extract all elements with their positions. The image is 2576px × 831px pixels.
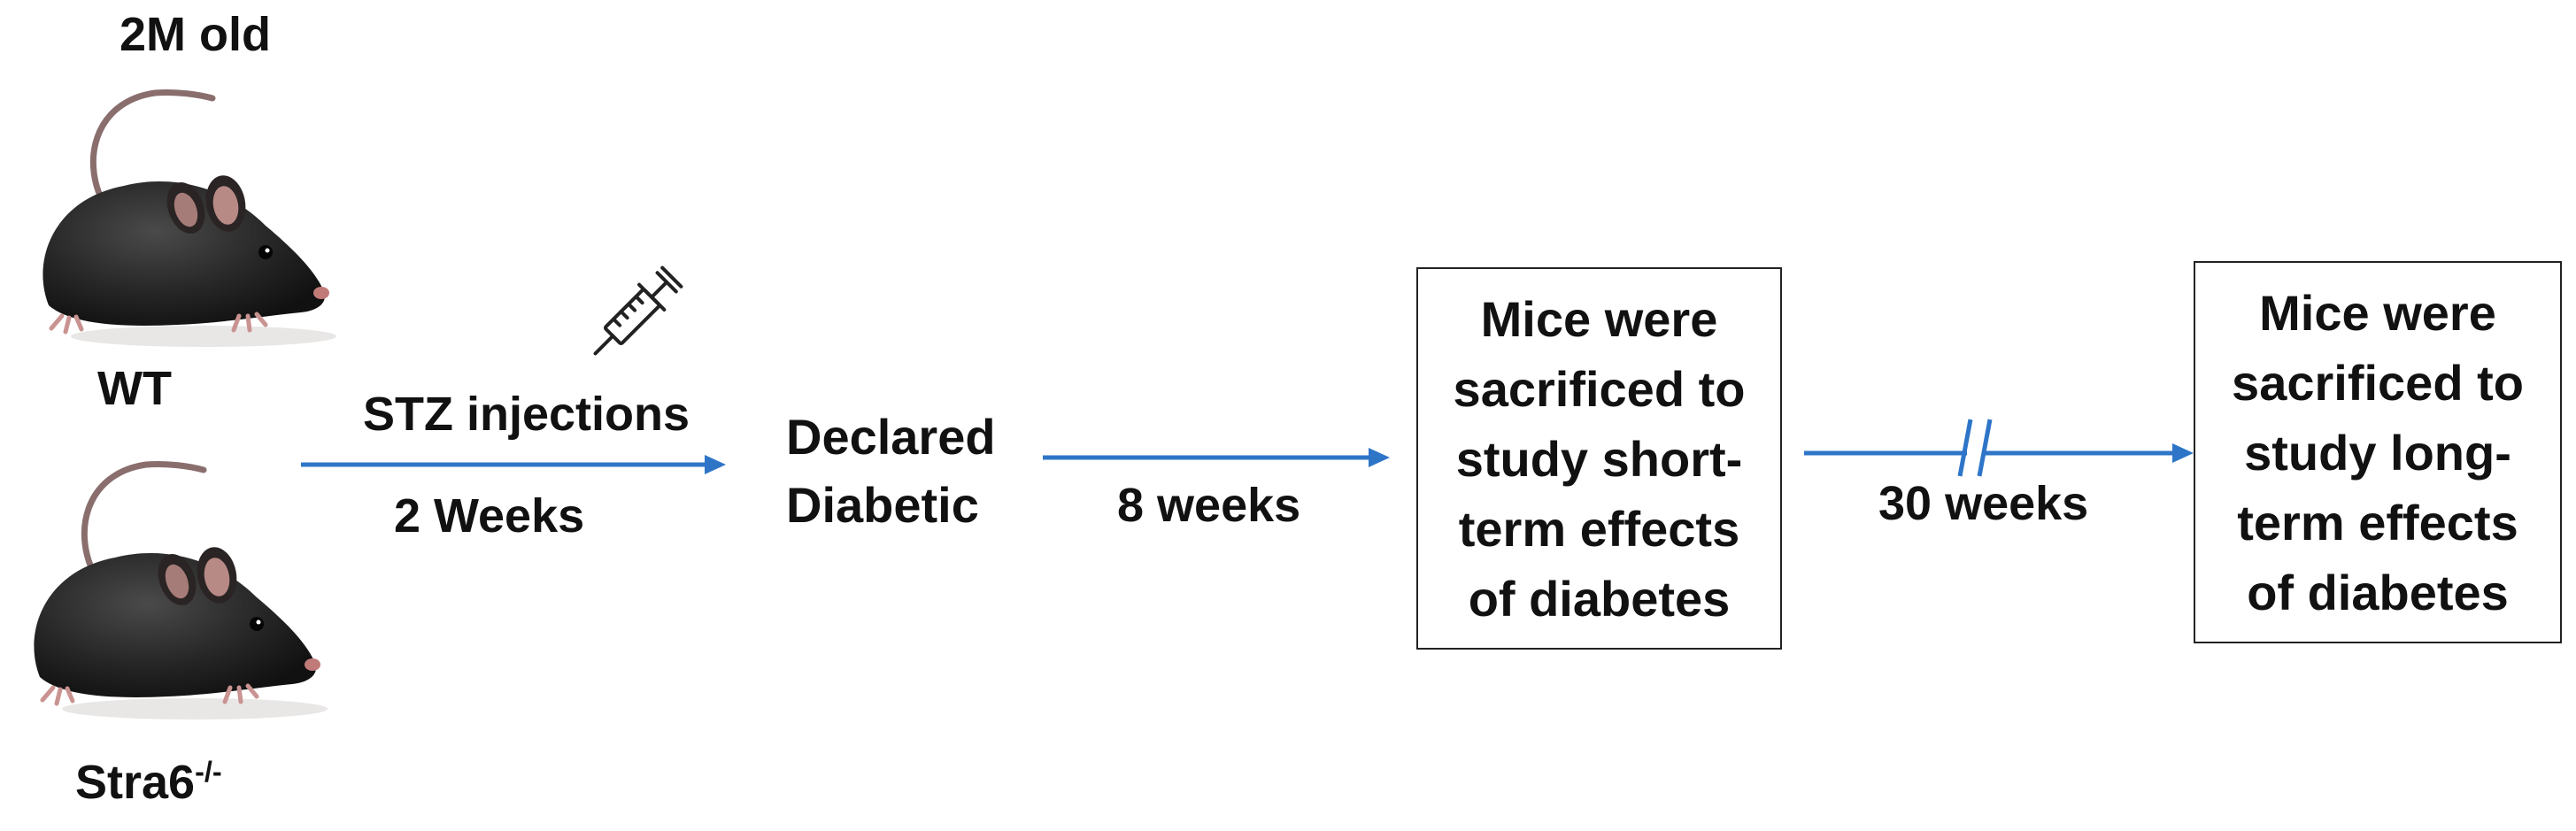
long-term-box-text: Mice were sacrificed to study long- term… bbox=[2232, 278, 2524, 627]
short-term-box-text: Mice were sacrificed to study short- ter… bbox=[1454, 284, 1746, 634]
long-term-outcome-box: Mice were sacrificed to study long- term… bbox=[2194, 261, 2562, 643]
injection-duration-label: 2 Weeks bbox=[394, 489, 585, 542]
stz-injections-label: STZ injections bbox=[363, 388, 690, 441]
knockout-superscript: -/- bbox=[195, 756, 222, 788]
box-line: Mice were bbox=[1480, 290, 1718, 347]
box-line: of diabetes bbox=[1468, 570, 1731, 627]
long-duration-label: 30 weeks bbox=[1878, 477, 2089, 530]
box-line: term effects bbox=[2237, 494, 2518, 550]
syringe-icon bbox=[593, 265, 683, 356]
mouse-icon bbox=[34, 460, 328, 719]
wt-label: WT bbox=[97, 362, 172, 415]
age-label: 2M old bbox=[120, 8, 271, 61]
box-line: of diabetes bbox=[2247, 564, 2509, 620]
mouse-icon bbox=[42, 88, 336, 347]
declared-diabetic-label: Declared Diabetic bbox=[786, 403, 996, 539]
box-line: study long- bbox=[2244, 424, 2511, 481]
short-term-arrow bbox=[1043, 448, 1390, 467]
box-line: Mice were bbox=[2259, 284, 2496, 341]
stra6-label-text: Stra6 bbox=[75, 756, 196, 809]
axis-break-gap bbox=[1967, 442, 1985, 464]
stra6-knockout-label: Stra6-/- bbox=[75, 755, 222, 810]
short-term-outcome-box: Mice were sacrificed to study short- ter… bbox=[1416, 267, 1782, 650]
box-line: study short- bbox=[1455, 430, 1743, 487]
long-term-arrow bbox=[1804, 419, 2194, 477]
box-line: sacrificed to bbox=[2232, 354, 2524, 411]
axis-break-mark bbox=[1977, 419, 1993, 477]
diabetic-text: Diabetic bbox=[786, 477, 979, 533]
axis-break-mark bbox=[1957, 419, 1973, 477]
short-duration-label: 8 weeks bbox=[1117, 479, 1301, 532]
declared-text: Declared bbox=[786, 409, 996, 465]
box-line: term effects bbox=[1458, 500, 1740, 557]
box-line: sacrificed to bbox=[1453, 360, 1746, 417]
injection-arrow bbox=[301, 455, 726, 474]
